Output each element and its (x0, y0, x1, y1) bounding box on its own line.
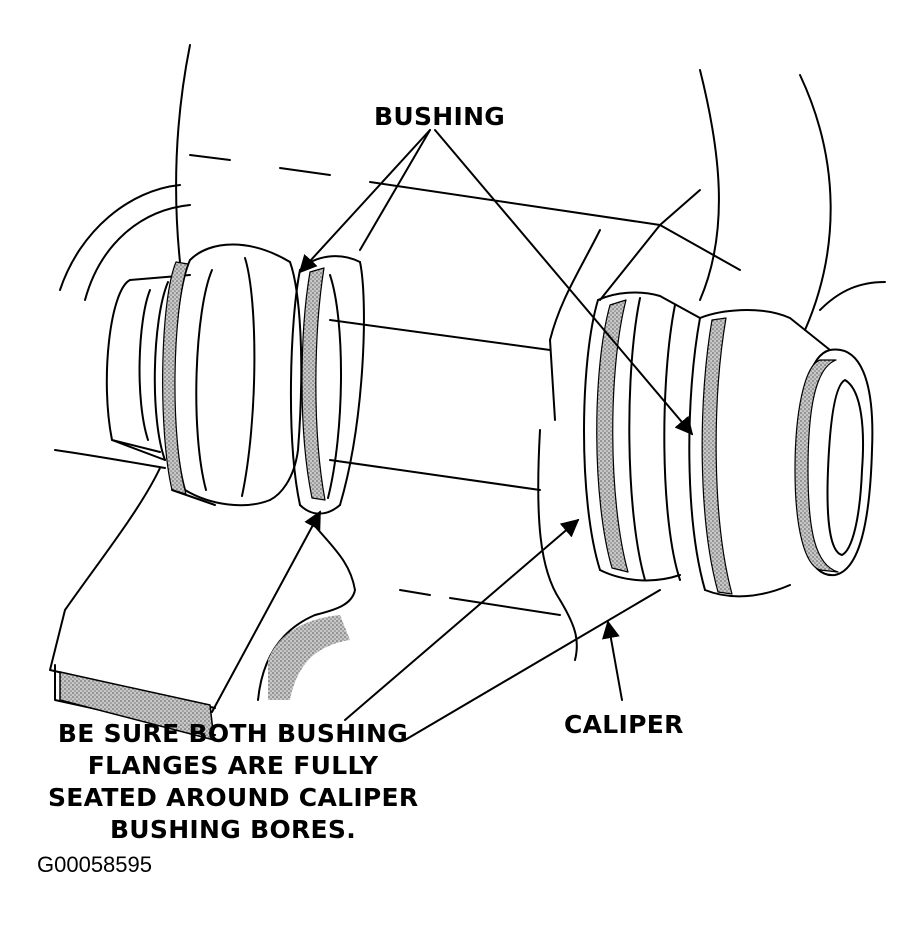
figure-id: G00058595 (37, 852, 152, 877)
note-line: BE SURE BOTH BUSHING (57, 719, 409, 748)
note-line: FLANGES ARE FULLY (87, 751, 379, 780)
caliper-body-outline (54, 44, 886, 741)
caliper-label: CALIPER (564, 710, 684, 739)
leader-lines (211, 129, 694, 721)
note-line: SEATED AROUND CALIPER (48, 783, 419, 812)
bushing-label: BUSHING (374, 102, 506, 131)
left-bushing (105, 243, 365, 515)
right-bushing (583, 291, 874, 598)
note-line: BUSHING BORES. (109, 815, 357, 844)
mounting-bracket (49, 467, 356, 741)
instruction-note: BE SURE BOTH BUSHING FLANGES ARE FULLY S… (48, 718, 418, 846)
